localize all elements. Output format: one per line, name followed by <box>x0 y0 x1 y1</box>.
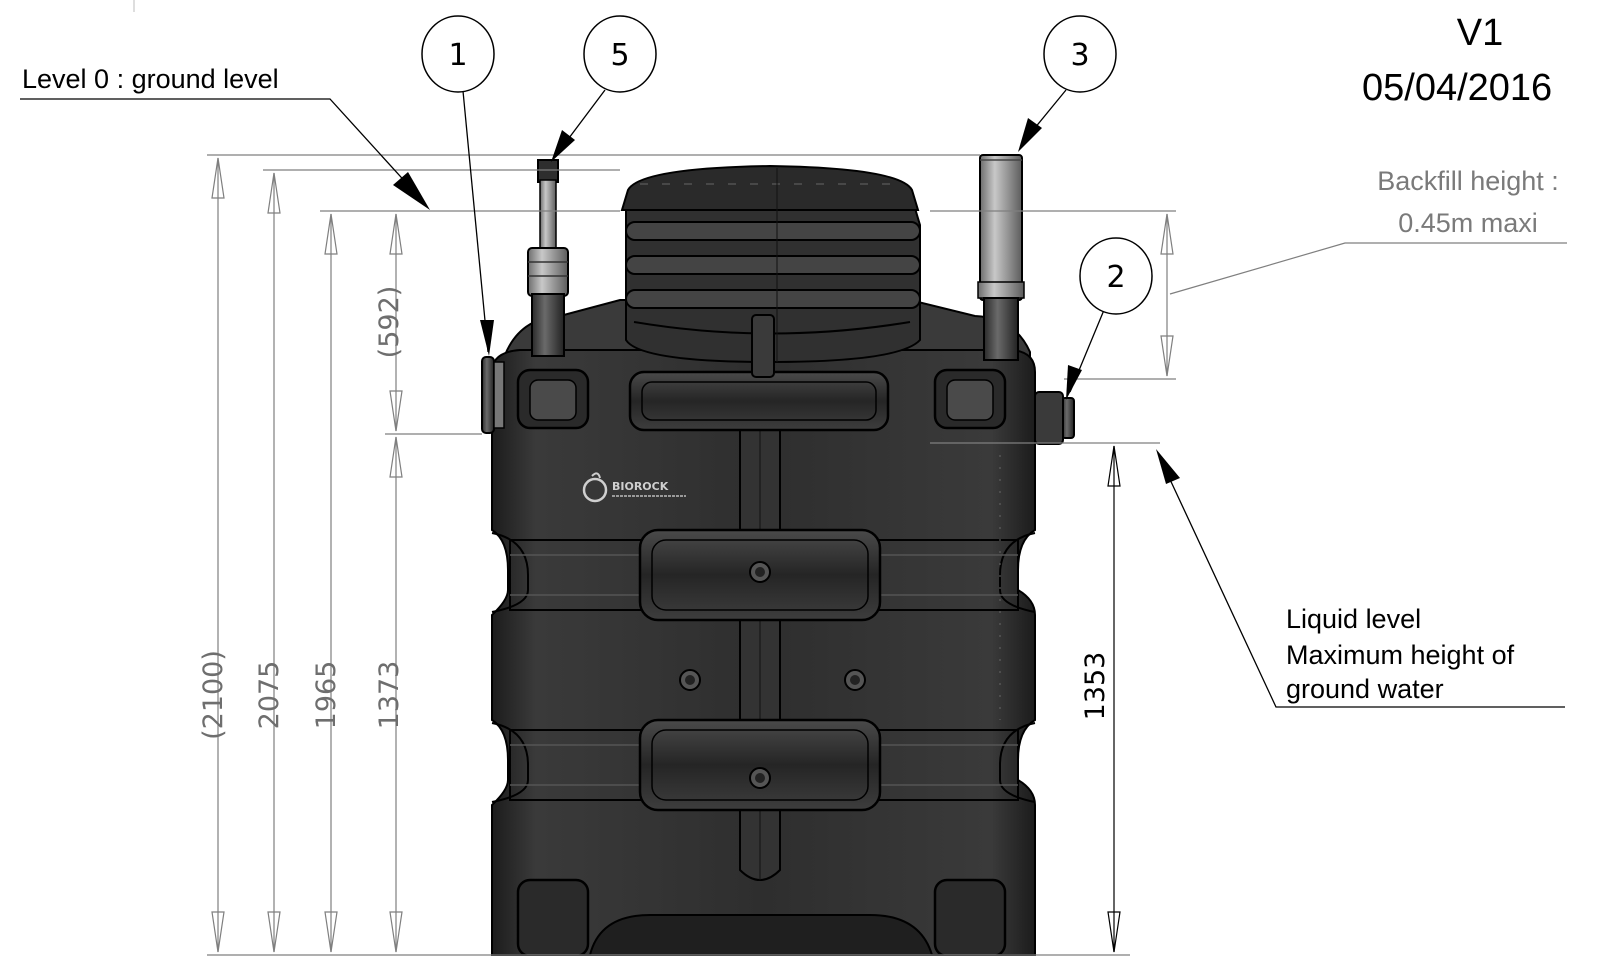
revision-version: V1 <box>1457 12 1503 54</box>
liquid-level-line2: Maximum height of <box>1286 640 1515 670</box>
balloon-2-label: 2 <box>1106 260 1125 295</box>
dimension-lines <box>211 157 1174 953</box>
tank-body <box>491 299 1036 956</box>
reference-lines <box>207 154 1176 956</box>
dimension-1965-text: 1965 <box>311 661 342 730</box>
backfill-label-line2: 0.45m maxi <box>1398 208 1538 238</box>
dimension-2075-text: 2075 <box>254 661 285 730</box>
backfill-leader <box>1169 242 1567 295</box>
revision-date: 05/04/2016 <box>1362 67 1552 109</box>
vent-pipe-left <box>527 159 569 357</box>
ground-level-label: Level 0 : ground level <box>22 64 279 94</box>
inlet-left <box>481 356 505 434</box>
outlet-right <box>1034 391 1075 445</box>
dimension-1353-text: 1353 <box>1080 652 1111 721</box>
leader-arrowheads <box>393 118 1180 484</box>
brand-logo-text: BIOROCK <box>612 480 669 493</box>
balloon-1: 1 <box>421 15 495 93</box>
balloon-3: 3 <box>1043 15 1117 93</box>
balloon-5-label: 5 <box>610 38 629 73</box>
balloon-2: 2 <box>1079 237 1153 315</box>
brand-logo: BIOROCK <box>582 472 686 503</box>
liquid-level-line1: Liquid level <box>1286 604 1421 634</box>
balloon-3-label: 3 <box>1070 38 1089 73</box>
outlet-pipe-right <box>977 154 1025 361</box>
balloon-1-label: 1 <box>448 38 467 73</box>
dimension-2100-text: (2100) <box>198 650 229 740</box>
tank-lid <box>620 164 921 378</box>
dimension-1373-text: 1373 <box>374 661 405 730</box>
dimension-592-text: (592) <box>374 286 405 359</box>
liquid-level-line3: ground water <box>1286 674 1444 704</box>
dimension-1353-line <box>1107 445 1121 953</box>
balloon-5: 5 <box>583 15 657 93</box>
backfill-label-line1: Backfill height : <box>1377 166 1559 196</box>
